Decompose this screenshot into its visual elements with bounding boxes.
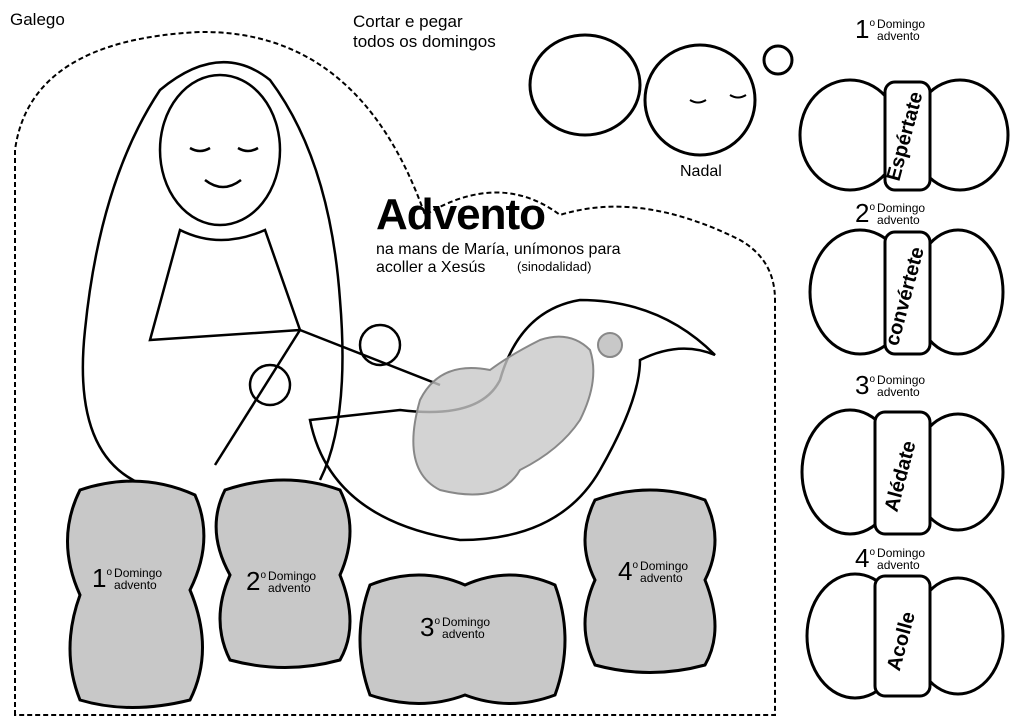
- number: 4: [618, 556, 633, 586]
- slot-2: [214, 478, 352, 669]
- subtitle: na mans de María, unímonos para acoller …: [376, 241, 621, 277]
- ordinal: o: [869, 374, 876, 385]
- subtitle-note: (sinodalidad): [517, 259, 592, 274]
- subtitle-line2: acoller a Xesús: [376, 259, 486, 276]
- line1: Domingo: [877, 17, 926, 31]
- number: 1: [855, 14, 870, 44]
- line2: advento: [877, 29, 920, 43]
- instructions-line1: Cortar e pegar: [353, 12, 463, 31]
- line1: Domingo: [877, 546, 926, 560]
- line2: advento: [877, 558, 920, 572]
- baby-label: Nadal: [680, 163, 722, 180]
- instructions-line2: todos os domingos: [353, 32, 496, 51]
- instructions: Cortar e pegar todos os domingos: [353, 12, 496, 52]
- slot-4: [583, 488, 717, 674]
- line2: advento: [268, 581, 311, 595]
- line2: advento: [877, 385, 920, 399]
- baby-nadal: [528, 33, 794, 157]
- ordinal: o: [869, 547, 876, 558]
- line1: Domingo: [114, 566, 163, 580]
- line2: advento: [442, 627, 485, 641]
- language-label: Galego: [10, 10, 65, 29]
- page-title: Advento: [376, 190, 546, 239]
- line1: Domingo: [877, 373, 926, 387]
- mary-figure: [81, 61, 441, 492]
- line1: Domingo: [640, 559, 689, 573]
- subtitle-line1: na mans de María, unímonos para: [376, 241, 621, 258]
- line2: advento: [877, 213, 920, 227]
- number: 2: [855, 198, 870, 228]
- wool-balls: [798, 78, 1010, 700]
- ordinal: o: [632, 560, 639, 571]
- line2: advento: [114, 578, 157, 592]
- number: 1: [92, 563, 107, 593]
- line1: Domingo: [268, 569, 317, 583]
- sunday-slots: [66, 478, 717, 709]
- baby-slot: [412, 335, 595, 496]
- ordinal: o: [434, 616, 441, 627]
- ordinal: o: [869, 18, 876, 29]
- ordinal: o: [869, 202, 876, 213]
- number: 2: [246, 566, 261, 596]
- ordinal: o: [106, 567, 113, 578]
- slot-3: [358, 573, 567, 705]
- line1: Domingo: [442, 615, 491, 629]
- ordinal: o: [260, 570, 267, 581]
- number: 3: [420, 612, 435, 642]
- slot-1: [66, 479, 206, 709]
- number: 3: [855, 370, 870, 400]
- cut-outline: [14, 30, 776, 716]
- number: 4: [855, 543, 870, 573]
- line1: Domingo: [877, 201, 926, 215]
- line2: advento: [640, 571, 683, 585]
